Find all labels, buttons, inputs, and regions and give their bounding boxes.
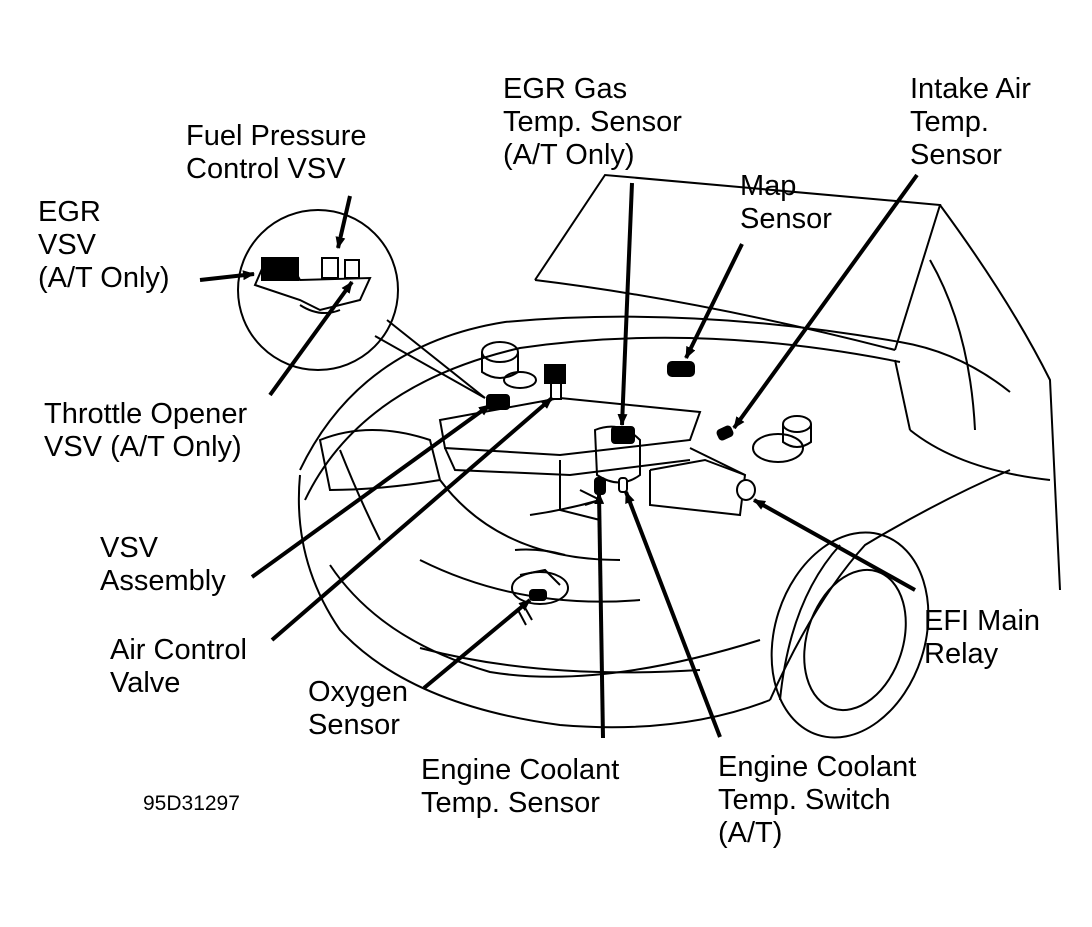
label-line: Air Control bbox=[110, 634, 247, 666]
label-line: (A/T Only) bbox=[503, 139, 635, 171]
label-line: Sensor bbox=[910, 139, 1002, 171]
label-line: EGR Gas bbox=[503, 73, 628, 105]
label-fuel-pressure-vsv: Fuel Pressure Control VSV bbox=[186, 120, 367, 186]
label-line: Temp. Sensor bbox=[421, 787, 600, 819]
label-line: (A/T Only) bbox=[38, 262, 170, 294]
label-line: Assembly bbox=[100, 565, 226, 597]
arrow-air-control-valve bbox=[270, 396, 554, 642]
label-line: Intake Air bbox=[910, 73, 1031, 105]
open-hood-outline bbox=[534, 173, 942, 351]
arrow-intake-air-temp-sensor bbox=[732, 173, 919, 430]
leader-arrows bbox=[199, 173, 919, 739]
arrow-map-sensor bbox=[684, 243, 744, 359]
label-map-sensor: Map Sensor bbox=[740, 170, 832, 236]
label-line: Sensor bbox=[308, 709, 400, 741]
label-engine-coolant-temp-switch: Engine Coolant Temp. Switch (A/T) bbox=[718, 751, 916, 850]
label-line: Relay bbox=[924, 638, 999, 670]
label-intake-air-temp-sensor: Intake Air Temp. Sensor bbox=[910, 73, 1031, 172]
label-vsv-assembly: VSV Assembly bbox=[100, 532, 226, 598]
arrow-coolant-temp-switch bbox=[624, 491, 722, 738]
label-line: Throttle Opener bbox=[44, 398, 248, 430]
label-air-control-valve: Air Control Valve bbox=[110, 634, 247, 700]
arrow-throttle-opener-vsv bbox=[268, 280, 354, 397]
label-line: VSV bbox=[100, 532, 159, 564]
label-line: Control VSV bbox=[186, 153, 346, 185]
label-engine-coolant-temp-sensor: Engine Coolant Temp. Sensor bbox=[421, 754, 619, 820]
label-line: EFI Main bbox=[924, 605, 1041, 637]
label-line: Valve bbox=[110, 667, 181, 699]
arrow-efi-main-relay bbox=[753, 498, 916, 592]
label-line: Fuel Pressure bbox=[186, 120, 367, 152]
sensor-part-glyphs bbox=[486, 361, 756, 626]
label-egr-vsv: EGR VSV (A/T Only) bbox=[38, 196, 170, 295]
arrow-vsv-assembly bbox=[250, 403, 492, 579]
label-throttle-opener-vsv: Throttle Opener VSV (A/T Only) bbox=[44, 398, 247, 464]
label-efi-main-relay: EFI Main Relay bbox=[924, 605, 1040, 671]
label-line: Map bbox=[740, 170, 797, 202]
label-egr-gas-temp-sensor: EGR Gas Temp. Sensor (A/T Only) bbox=[503, 73, 682, 172]
front-grille-and-headlight bbox=[318, 429, 641, 603]
label-line: Temp. bbox=[910, 106, 989, 138]
figure-code: 95D31297 bbox=[143, 792, 240, 815]
label-oxygen-sensor: Oxygen Sensor bbox=[308, 676, 408, 742]
arrow-oxygen-sensor bbox=[422, 598, 532, 690]
label-line: EGR bbox=[38, 196, 101, 228]
engine-components bbox=[438, 341, 812, 605]
front-wheel bbox=[770, 531, 930, 739]
arrow-coolant-temp-sensor bbox=[594, 492, 605, 739]
arrow-egr-vsv bbox=[199, 270, 255, 282]
label-line: VSV bbox=[38, 229, 97, 261]
label-line: Temp. Switch bbox=[718, 784, 891, 816]
vsv-inset-callout bbox=[237, 209, 486, 399]
label-line: Oxygen bbox=[308, 676, 408, 708]
label-line: Engine Coolant bbox=[718, 751, 917, 783]
label-line: (A/T) bbox=[718, 817, 783, 849]
arrow-egr-gas-temp-sensor bbox=[617, 182, 634, 426]
label-line: Sensor bbox=[740, 203, 832, 235]
label-line: Engine Coolant bbox=[421, 754, 620, 786]
label-line: Temp. Sensor bbox=[503, 106, 682, 138]
label-line: VSV (A/T Only) bbox=[44, 431, 242, 463]
arrow-fuel-pressure-vsv bbox=[335, 195, 352, 249]
